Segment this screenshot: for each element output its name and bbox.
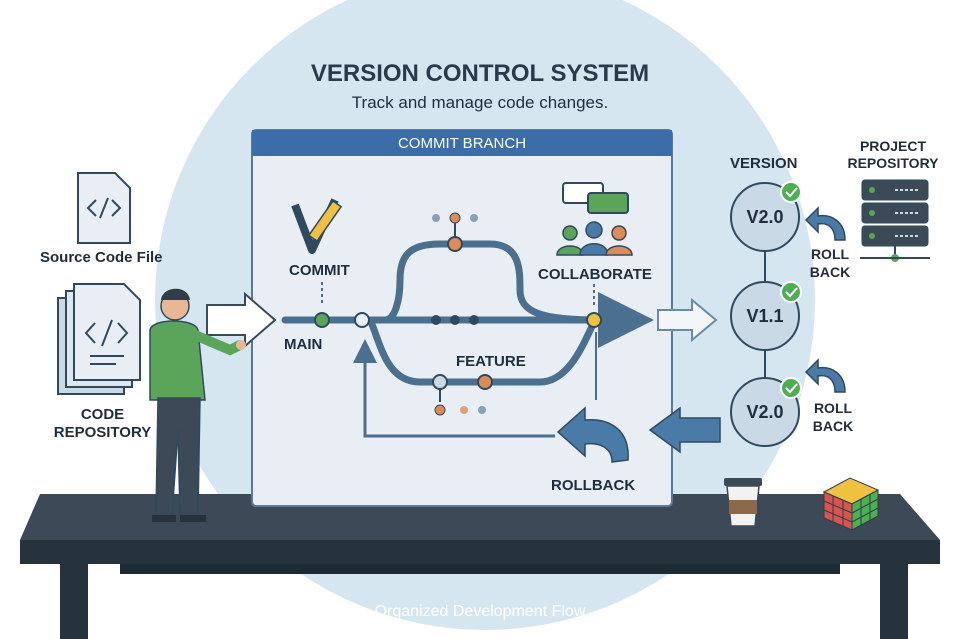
diagram-title: VERSION CONTROL SYSTEM: [310, 60, 650, 87]
output-arrow: [657, 297, 718, 343]
code-repository-icon: [57, 283, 141, 395]
feature-node-1: [432, 374, 448, 390]
panel-header: COMMIT BRANCH: [397, 135, 527, 152]
undo-arrow-icon: [804, 206, 846, 241]
label-collaborate: COLLABORATE: [538, 266, 652, 283]
project-repository-label-1: PROJECT: [859, 138, 927, 154]
feature-node-2: [477, 374, 493, 390]
label-code: CODE: [80, 406, 125, 423]
undo-arrow-icon: [556, 406, 629, 463]
roll-back-label-2a: ROLL: [813, 400, 853, 416]
code-file-icon: [77, 172, 131, 244]
project-repository-label-2: REPOSITORY: [847, 155, 939, 171]
footer-caption: Organized Development Flow: [374, 603, 586, 620]
decor-dots: [431, 212, 486, 416]
roll-back-label-1a: ROLL: [810, 246, 850, 262]
main-node: [314, 312, 330, 328]
roll-back-label-2b: BACK: [812, 418, 854, 434]
version-node-1: [730, 182, 800, 252]
version-label-1: V2.0: [746, 207, 784, 227]
roll-back-label-1b: BACK: [809, 264, 851, 280]
branch-node: [354, 312, 370, 328]
label-rollback: ROLLBACK: [551, 477, 636, 494]
version-node-2: [730, 281, 800, 351]
rollback-arrow-left: [648, 406, 721, 454]
check-badge-icon: [780, 377, 802, 399]
version-node-3: [730, 377, 800, 447]
person: [149, 288, 246, 522]
label-commit: COMMIT: [289, 262, 350, 279]
version-label-3: V2.0: [746, 402, 784, 422]
rollback-return-line: [353, 339, 555, 438]
label-feature: FEATURE: [456, 353, 526, 370]
label-main: MAIN: [284, 336, 323, 353]
pencil-check-icon: [291, 198, 343, 254]
server-icon: [860, 179, 930, 262]
coffee-cup-icon: [724, 478, 762, 527]
merge-node: [586, 312, 602, 328]
version-column: [730, 181, 846, 447]
diagram-subtitle: Track and manage code changes.: [351, 93, 609, 112]
top-node: [447, 236, 463, 252]
check-badge-icon: [780, 281, 802, 303]
team-chat-icon: [556, 182, 633, 256]
undo-arrow-icon: [804, 358, 846, 393]
rubiks-cube-icon: [822, 477, 880, 531]
label-version: VERSION: [730, 155, 798, 172]
check-badge-icon: [780, 181, 802, 203]
input-arrow: [206, 291, 277, 349]
label-repository: REPOSITORY: [53, 424, 152, 441]
table: [20, 494, 940, 639]
version-label-2: V1.1: [746, 306, 784, 326]
label-source-code-file: Source Code File: [40, 249, 163, 266]
